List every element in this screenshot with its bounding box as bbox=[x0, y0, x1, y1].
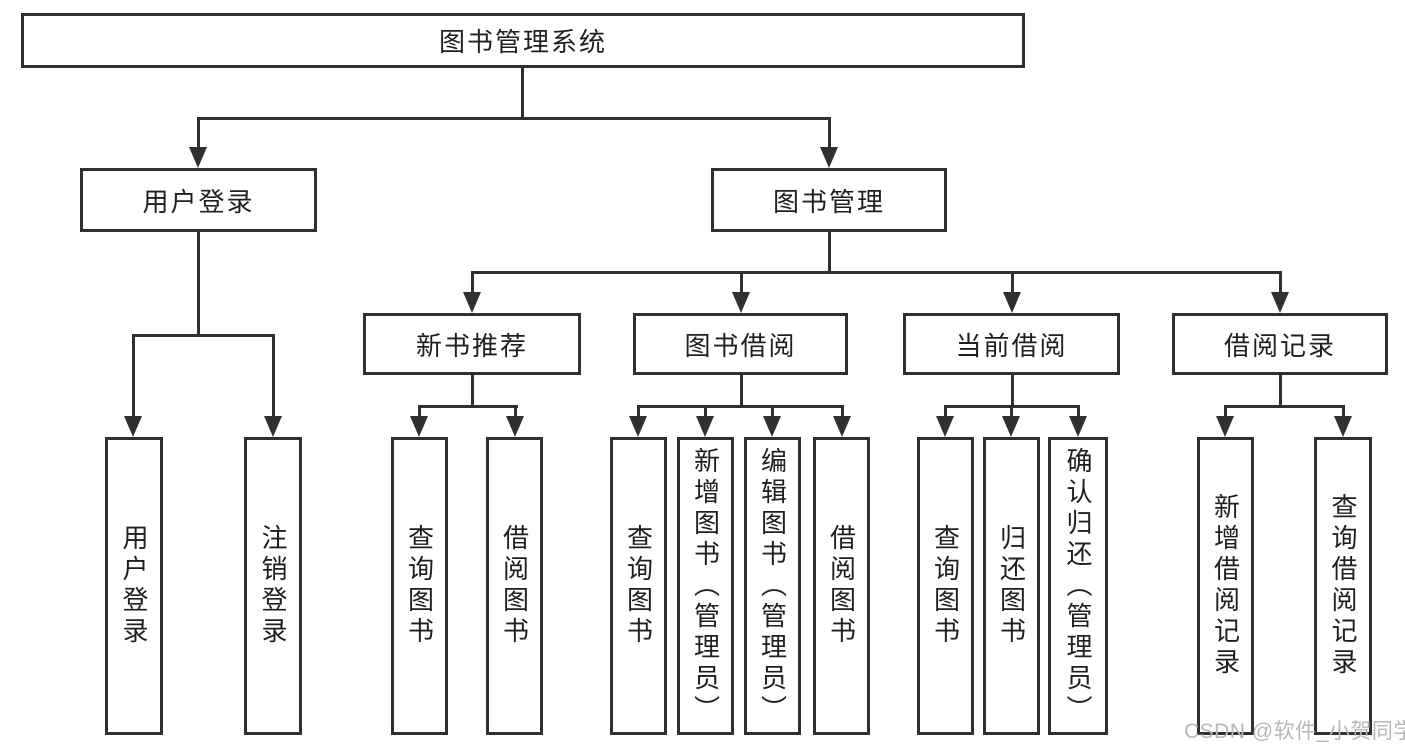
leaf-br-query-record: 查询借阅记录 bbox=[1314, 437, 1372, 735]
leaf-bb-borrow-book-label: 借阅图书 bbox=[826, 524, 857, 648]
connector-drop-borrow-record bbox=[1279, 271, 1282, 295]
connector-user-login-stem bbox=[197, 232, 200, 336]
connector-drop-new-book bbox=[471, 271, 474, 295]
connector-drop-cb-confirm bbox=[1077, 405, 1080, 419]
leaf-nb-borrow-book-label: 借阅图书 bbox=[499, 524, 530, 648]
connector-new-book-branch bbox=[418, 405, 518, 408]
leaf-nb-query-book-label: 查询图书 bbox=[404, 524, 435, 648]
node-book-mgmt: 图书管理 bbox=[711, 168, 947, 232]
arrowhead-down-icon bbox=[1003, 292, 1021, 313]
arrowhead-down-icon bbox=[763, 416, 781, 437]
leaf-cb-confirm-return: 确认归还（管理员） bbox=[1048, 437, 1108, 735]
arrowhead-down-icon bbox=[506, 416, 524, 437]
connector-root-stem bbox=[521, 68, 524, 119]
connector-drop-cb-return bbox=[1010, 405, 1013, 419]
leaf-bb-query-book-label: 查询图书 bbox=[623, 524, 654, 648]
connector-root-branch bbox=[197, 117, 831, 120]
arrowhead-down-icon bbox=[410, 416, 428, 437]
leaf-nb-query-book: 查询图书 bbox=[391, 437, 448, 735]
arrowhead-down-icon bbox=[820, 147, 838, 168]
csdn-watermark: CSDN @软件_小贺同学 bbox=[1184, 720, 1405, 743]
connector-borrow-record-stem bbox=[1279, 375, 1282, 407]
leaf-cb-return-book-label: 归还图书 bbox=[996, 524, 1027, 648]
arrowhead-down-icon bbox=[1069, 416, 1087, 437]
node-borrow-record-label: 借阅记录 bbox=[1223, 330, 1336, 361]
connector-book-mgmt-branch bbox=[471, 271, 1282, 274]
leaf-cb-query-book-label: 查询图书 bbox=[930, 524, 961, 648]
leaf-br-add-record: 新增借阅记录 bbox=[1197, 437, 1254, 735]
connector-drop-book-borrow bbox=[740, 271, 743, 295]
connector-drop-bb-query bbox=[637, 405, 640, 419]
leaf-cb-query-book: 查询图书 bbox=[917, 437, 974, 735]
connector-drop-bb-borrow bbox=[841, 405, 844, 419]
leaf-nb-borrow-book: 借阅图书 bbox=[486, 437, 543, 735]
connector-drop-bb-add bbox=[704, 405, 707, 419]
connector-drop-book-mgmt bbox=[828, 117, 831, 151]
arrowhead-down-icon bbox=[1216, 416, 1234, 437]
arrowhead-down-icon bbox=[696, 416, 714, 437]
node-user-login-label: 用户登录 bbox=[142, 186, 255, 217]
leaf-logout: 注销登录 bbox=[244, 437, 302, 735]
leaf-bb-add-book: 新增图书（管理员） bbox=[677, 437, 734, 735]
connector-drop-user-login bbox=[197, 117, 200, 151]
connector-drop-br-query bbox=[1342, 405, 1345, 419]
leaf-bb-add-book-label: 新增图书（管理员） bbox=[690, 446, 721, 726]
connector-drop-cb-query bbox=[944, 405, 947, 419]
connector-drop-bb-edit bbox=[771, 405, 774, 419]
arrowhead-down-icon bbox=[1271, 292, 1289, 313]
connector-user-login-branch bbox=[132, 334, 275, 337]
connector-drop-nb-borrow bbox=[514, 405, 517, 419]
node-root-system: 图书管理系统 bbox=[21, 13, 1025, 68]
leaf-user-login-label: 用户登录 bbox=[119, 524, 149, 648]
connector-book-mgmt-stem bbox=[828, 232, 831, 274]
connector-current-borrow-stem bbox=[1011, 375, 1014, 407]
connector-book-borrow-stem bbox=[740, 375, 743, 407]
node-current-borrow-label: 当前借阅 bbox=[955, 330, 1068, 361]
arrowhead-down-icon bbox=[1334, 416, 1352, 437]
connector-drop-leaf-logout bbox=[272, 334, 275, 419]
connector-drop-leaf-user-login bbox=[132, 334, 135, 419]
leaf-user-login: 用户登录 bbox=[105, 437, 163, 735]
leaf-cb-confirm-return-label: 确认归还（管理员） bbox=[1063, 446, 1093, 726]
connector-drop-current-borrow bbox=[1011, 271, 1014, 295]
node-book-borrow: 图书借阅 bbox=[633, 313, 848, 375]
leaf-br-query-record-label: 查询借阅记录 bbox=[1328, 493, 1358, 679]
leaf-logout-label: 注销登录 bbox=[258, 524, 288, 648]
arrowhead-down-icon bbox=[1002, 416, 1020, 437]
connector-book-borrow-branch bbox=[637, 405, 844, 408]
arrowhead-down-icon bbox=[264, 416, 282, 437]
node-new-book-label: 新书推荐 bbox=[415, 330, 528, 361]
arrowhead-down-icon bbox=[463, 292, 481, 313]
connector-drop-br-add bbox=[1224, 405, 1227, 419]
node-borrow-record: 借阅记录 bbox=[1172, 313, 1388, 375]
node-root-system-label: 图书管理系统 bbox=[438, 27, 607, 57]
node-current-borrow: 当前借阅 bbox=[903, 313, 1120, 375]
leaf-bb-edit-book-label: 编辑图书（管理员） bbox=[757, 446, 788, 726]
arrowhead-down-icon bbox=[833, 416, 851, 437]
connector-new-book-stem bbox=[471, 375, 474, 407]
leaf-br-add-record-label: 新增借阅记录 bbox=[1210, 493, 1241, 679]
node-new-book: 新书推荐 bbox=[363, 313, 581, 375]
leaf-bb-edit-book: 编辑图书（管理员） bbox=[744, 437, 801, 735]
leaf-bb-borrow-book: 借阅图书 bbox=[813, 437, 870, 735]
leaf-cb-return-book: 归还图书 bbox=[983, 437, 1040, 735]
arrowhead-down-icon bbox=[189, 147, 207, 168]
arrowhead-down-icon bbox=[732, 292, 750, 313]
arrowhead-down-icon bbox=[936, 416, 954, 437]
connector-drop-nb-query bbox=[418, 405, 421, 419]
arrowhead-down-icon bbox=[629, 416, 647, 437]
node-book-borrow-label: 图书借阅 bbox=[684, 330, 797, 361]
node-book-mgmt-label: 图书管理 bbox=[772, 186, 885, 217]
leaf-bb-query-book: 查询图书 bbox=[610, 437, 667, 735]
connector-borrow-record-branch bbox=[1224, 405, 1345, 408]
node-user-login: 用户登录 bbox=[80, 168, 317, 232]
arrowhead-down-icon bbox=[124, 416, 142, 437]
